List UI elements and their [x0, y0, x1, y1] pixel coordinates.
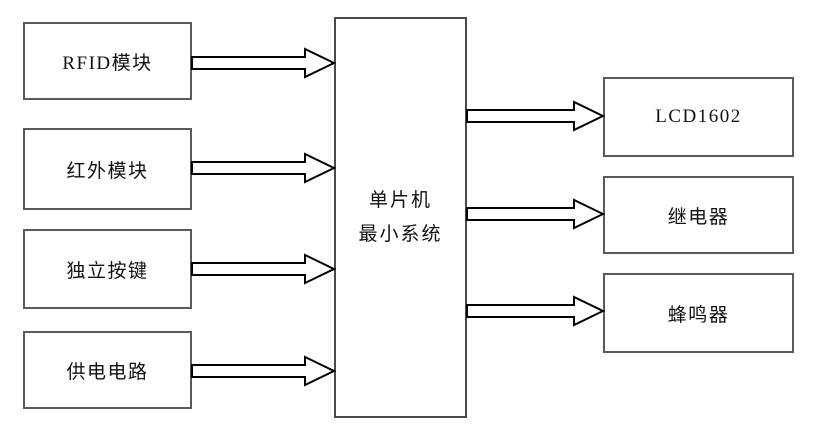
- block-label-line2: 最小系统: [358, 223, 443, 245]
- block-infrared-module: 红外模块: [23, 128, 192, 210]
- block-rfid-module: RFID模块: [23, 22, 192, 100]
- block-label: LCD1602: [655, 106, 742, 127]
- block-label-line1: 单片机: [368, 189, 432, 211]
- block-label: 蜂鸣器: [667, 304, 730, 326]
- block-relay: 继电器: [603, 176, 794, 254]
- block-mcu-minimum-system: 单片机 最小系统: [334, 17, 467, 418]
- block-buzzer: 蜂鸣器: [603, 273, 794, 353]
- arrow-mcu-to-buzzer: [466, 295, 605, 327]
- block-label: RFID模块: [62, 52, 153, 74]
- block-lcd1602: LCD1602: [603, 77, 794, 157]
- block-independent-keys: 独立按键: [23, 229, 192, 309]
- arrow-mcu-to-lcd1602: [466, 100, 605, 132]
- block-label: 红外模块: [66, 160, 149, 182]
- arrow-mcu-to-relay: [466, 198, 605, 230]
- block-power-supply-circuit: 供电电路: [23, 331, 192, 409]
- block-label: 独立按键: [66, 260, 149, 282]
- block-label: 供电电路: [66, 361, 149, 383]
- arrow-power-to-mcu: [191, 355, 336, 387]
- arrow-infrared-to-mcu: [191, 152, 336, 184]
- block-label: 继电器: [667, 206, 730, 228]
- arrow-keys-to-mcu: [191, 253, 336, 285]
- arrow-rfid-to-mcu: [191, 47, 336, 79]
